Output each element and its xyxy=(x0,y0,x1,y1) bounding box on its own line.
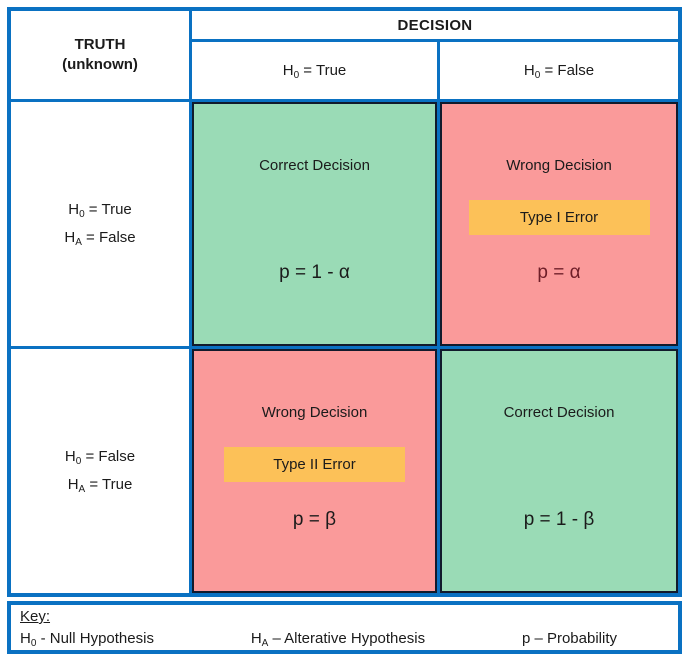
h-sub: 0 xyxy=(79,209,85,220)
h-base: H xyxy=(68,201,80,218)
truth-subtitle: (unknown) xyxy=(62,56,138,73)
decision-table: TRUTH (unknown) DECISION H0 = True H0 = … xyxy=(7,7,682,597)
h-base: H xyxy=(64,229,76,246)
h-base: H xyxy=(20,630,31,647)
probability-value: p = 1 - α xyxy=(279,262,350,283)
h-base: H xyxy=(64,448,76,465)
type1-error-badge: Type I Error xyxy=(468,200,650,235)
key-items: H0 - Null Hypothesis HA – Alterative Hyp… xyxy=(20,627,669,650)
h-rest: = False xyxy=(81,448,136,465)
key-item-null-hypothesis: H0 - Null Hypothesis xyxy=(20,627,154,650)
key-item-alternative-hypothesis: HA – Alterative Hypothesis xyxy=(251,627,425,650)
probability-value: p = β xyxy=(292,509,337,530)
decision-outcome-label: Correct Decision xyxy=(503,404,615,421)
h-rest: - Null Hypothesis xyxy=(36,630,154,647)
row-label-h0-true: H0 = True HA = False xyxy=(11,102,189,346)
col-header-h0-true: H0 = True xyxy=(192,42,437,99)
h-base: p xyxy=(521,630,531,647)
hypothesis-label: H0 = False xyxy=(65,443,135,471)
h-sub: 0 xyxy=(75,456,82,467)
probability-value: p = 1 - β xyxy=(523,509,595,530)
h-sub: 0 xyxy=(30,638,37,649)
cell-type2-error: Wrong Decision Type II Error p = β xyxy=(192,349,437,593)
cell-correct-decision-1: Correct Decision p = 1 - α xyxy=(192,102,437,346)
h-rest: – Probability xyxy=(530,630,617,647)
h-base: H xyxy=(250,630,262,647)
h-rest: = True xyxy=(85,476,133,493)
h-sub: A xyxy=(78,484,86,495)
hypothesis-label: H0 = True xyxy=(282,62,347,81)
h-sub: A xyxy=(261,638,269,649)
h-rest: = True xyxy=(299,62,347,79)
decision-outcome-label: Wrong Decision xyxy=(261,404,368,421)
decision-header-cell: DECISION xyxy=(192,11,678,39)
h-sub: 0 xyxy=(534,70,541,81)
h-rest: – Alterative Hypothesis xyxy=(268,630,426,647)
key-legend: Key: H0 - Null Hypothesis HA – Alterativ… xyxy=(7,601,682,654)
row-label-h0-false: H0 = False HA = True xyxy=(11,349,189,593)
cell-correct-decision-2: Correct Decision p = 1 - β xyxy=(440,349,678,593)
type2-error-badge: Type II Error xyxy=(224,447,405,482)
decision-title: DECISION xyxy=(397,16,473,34)
h-base: H xyxy=(67,476,79,493)
h-base: H xyxy=(282,62,294,79)
hypothesis-label: HA = True xyxy=(68,471,133,499)
hypothesis-label: HA = False xyxy=(64,224,135,252)
decision-outcome-label: Correct Decision xyxy=(259,157,370,174)
cell-type1-error: Wrong Decision Type I Error p = α xyxy=(440,102,678,346)
h-rest: = False xyxy=(81,229,136,246)
h-rest: = True xyxy=(84,201,132,218)
key-title: Key: xyxy=(20,608,51,625)
key-item-probability: p – Probability xyxy=(522,627,617,650)
truth-header-cell: TRUTH (unknown) xyxy=(11,11,189,99)
h-base: H xyxy=(523,62,535,79)
hypothesis-label: H0 = False xyxy=(523,62,595,81)
truth-title: TRUTH xyxy=(74,36,126,53)
h-sub: A xyxy=(75,237,82,248)
hypothesis-label: H0 = True xyxy=(68,196,132,224)
decision-outcome-label: Wrong Decision xyxy=(506,157,612,174)
col-header-h0-false: H0 = False xyxy=(440,42,678,99)
h-rest: = False xyxy=(540,62,595,79)
h-sub: 0 xyxy=(293,70,300,81)
probability-value: p = α xyxy=(537,262,581,283)
